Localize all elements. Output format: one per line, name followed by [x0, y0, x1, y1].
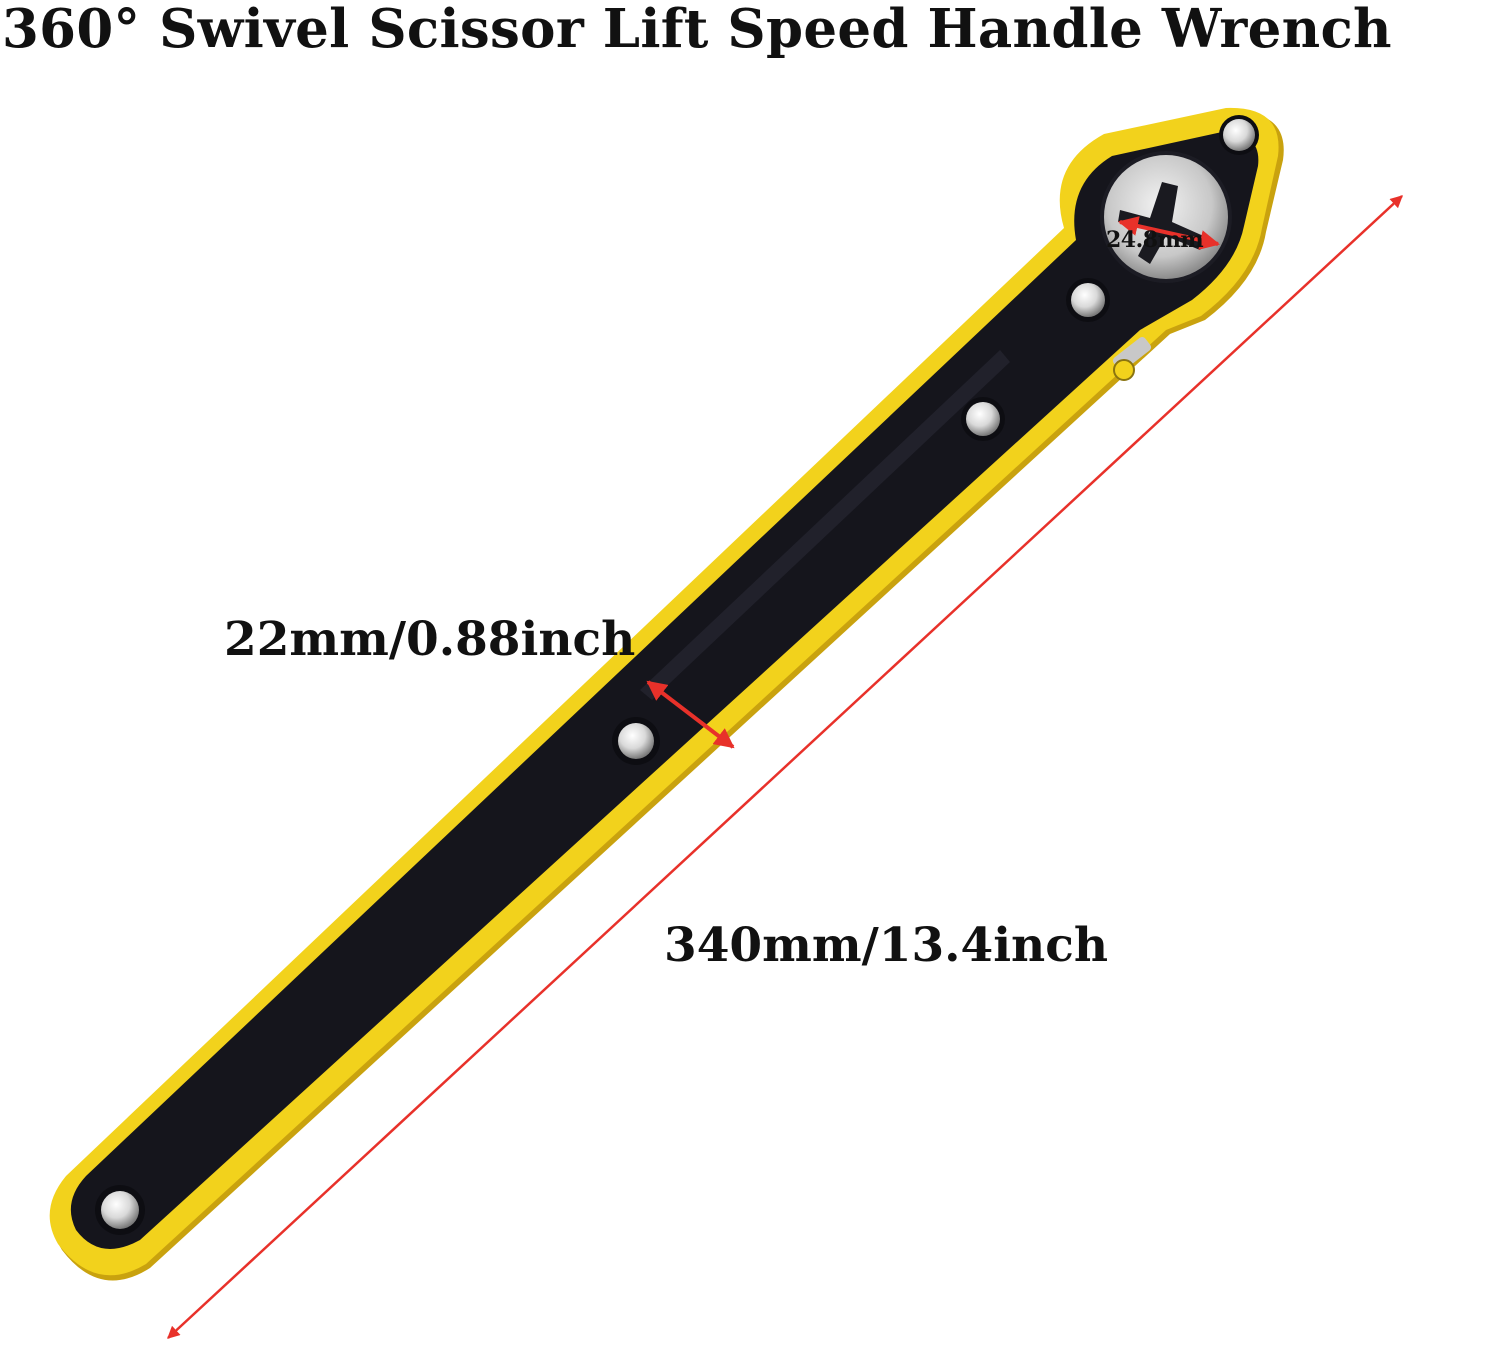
rivet-icon: [961, 397, 1005, 441]
width-dimension-label: 22mm/0.88inch: [224, 612, 636, 667]
rivet-icon: [1219, 115, 1259, 155]
width-arrow-icon: [646, 680, 735, 749]
socket-arrow-icon: [1118, 216, 1220, 250]
page-title: 360° Swivel Scissor Lift Speed Handle Wr…: [2, 0, 1392, 58]
rivet-icon: [1066, 278, 1110, 322]
socket-dimension-label: 24.8mm: [1106, 227, 1204, 253]
length-dimension-label: 340mm/13.4inch: [664, 918, 1109, 973]
length-arrow-icon: [167, 195, 1403, 1339]
rivet-icon: [612, 717, 660, 765]
rivet-icon: [95, 1185, 145, 1235]
